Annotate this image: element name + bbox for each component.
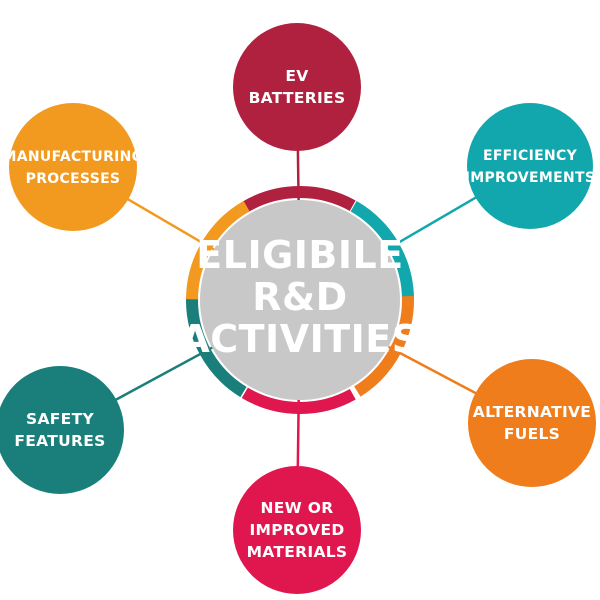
ring-segment-efficiency-improvements: [350, 201, 414, 300]
node-circle-safety-features: [0, 366, 124, 494]
node-label-new-or-improved-materials-line-1: NEW OR: [261, 499, 334, 517]
node-label-new-or-improved-materials-line-2: IMPROVED: [249, 521, 344, 539]
activity-nodes: EV BATTERIES EFFICIENCY IMPROVEMENTS ALTERNA…: [0, 23, 596, 594]
node-alternative-fuels: ALTERNATIVE FUELS: [468, 359, 596, 487]
node-label-ev-batteries-line-2: BATTERIES: [249, 89, 346, 107]
node-circle-new-or-improved-materials: [233, 466, 361, 594]
node-label-manufacturing-processes-line-2: PROCESSES: [26, 171, 121, 187]
ring-segment-manufacturing-processes: [186, 200, 250, 300]
center-label-line-1: ELIGIBILE: [196, 233, 403, 277]
center-circle: [200, 200, 400, 400]
center-label: ELIGIBILE R&D ACTIVITIES: [180, 233, 419, 361]
node-circle-manufacturing-processes: [9, 103, 137, 231]
node-label-efficiency-improvements-line-1: EFFICIENCY: [483, 148, 578, 164]
node-label-alternative-fuels-line-1: ALTERNATIVE: [473, 403, 591, 421]
ring-segment-ev-batteries: [241, 186, 356, 213]
node-label-ev-batteries-line-1: EV: [285, 67, 308, 85]
node-new-or-improved-materials: NEW OR IMPROVED MATERIALS: [233, 466, 361, 594]
node-label-new-or-improved-materials-line-3: MATERIALS: [247, 543, 348, 561]
node-efficiency-improvements: EFFICIENCY IMPROVEMENTS: [465, 103, 596, 229]
node-manufacturing-processes: MANUFACTURING PROCESSES: [3, 103, 144, 231]
node-ev-batteries: EV BATTERIES: [233, 23, 361, 151]
node-label-safety-features-line-2: FEATURES: [14, 432, 105, 450]
node-label-manufacturing-processes-line-1: MANUFACTURING: [3, 149, 144, 165]
center-label-line-3: ACTIVITIES: [180, 317, 419, 361]
center-ring: [186, 186, 414, 414]
node-circle-ev-batteries: [233, 23, 361, 151]
node-label-efficiency-improvements-line-2: IMPROVEMENTS: [465, 170, 596, 186]
node-label-safety-features-line-1: SAFETY: [26, 410, 94, 428]
ring-segment-alternative-fuels: [354, 295, 414, 397]
node-label-alternative-fuels-line-2: FUELS: [504, 425, 560, 443]
ring-segment-safety-features: [186, 296, 247, 398]
center-label-line-2: R&D: [252, 275, 347, 319]
node-safety-features: SAFETY FEATURES: [0, 366, 124, 494]
node-circle-alternative-fuels: [468, 359, 596, 487]
ring-segment-new-or-improved-materials: [241, 387, 356, 414]
node-circle-efficiency-improvements: [467, 103, 593, 229]
